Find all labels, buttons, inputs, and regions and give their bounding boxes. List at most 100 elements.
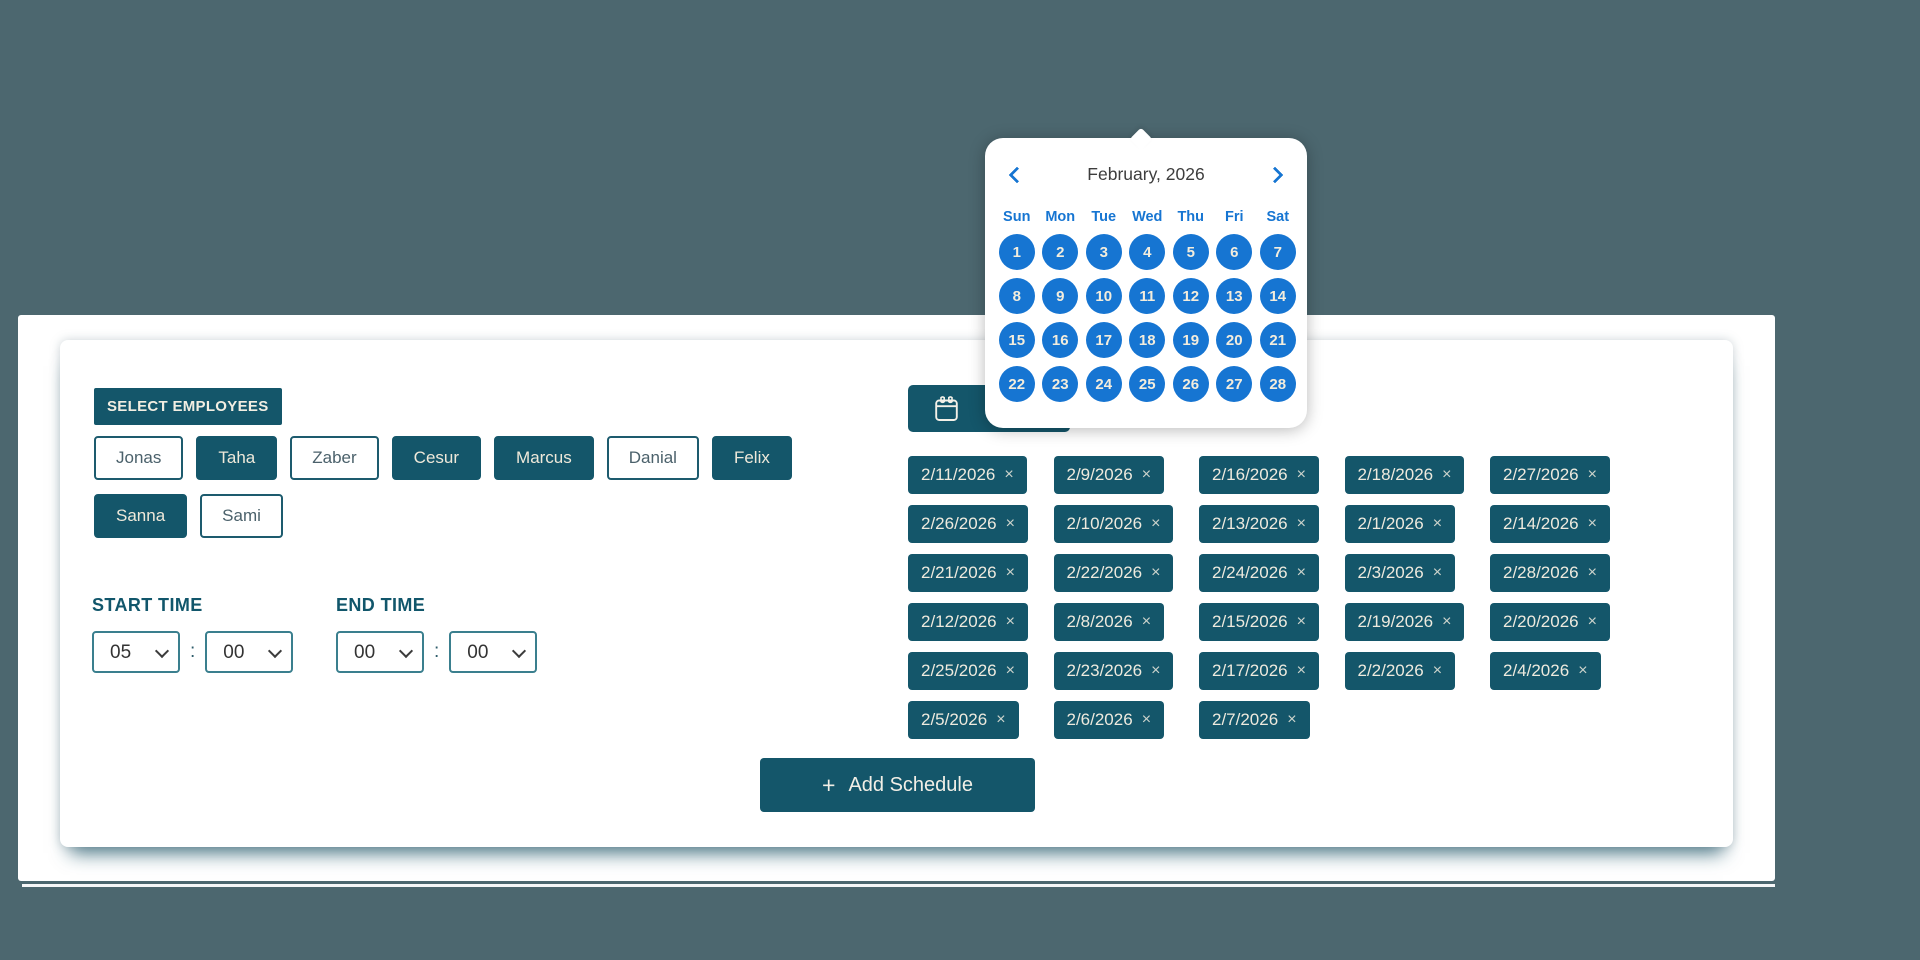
remove-date-icon[interactable]: × bbox=[1296, 662, 1306, 679]
remove-date-icon[interactable]: × bbox=[1442, 466, 1452, 483]
remove-date-icon[interactable]: × bbox=[1004, 466, 1014, 483]
selected-date-chip[interactable]: 2/25/2026 × bbox=[908, 652, 1028, 690]
selected-date-chip[interactable]: 2/14/2026 × bbox=[1490, 505, 1610, 543]
selected-date-chip[interactable]: 2/17/2026 × bbox=[1199, 652, 1319, 690]
calendar-day[interactable]: 23 bbox=[1042, 366, 1079, 402]
remove-date-icon[interactable]: × bbox=[1587, 515, 1597, 532]
start-hour-select[interactable]: 05 bbox=[92, 631, 180, 673]
employee-chip[interactable]: Danial bbox=[606, 436, 699, 480]
selected-date-chip[interactable]: 2/9/2026 × bbox=[1053, 456, 1165, 494]
remove-date-icon[interactable]: × bbox=[1296, 564, 1306, 581]
remove-date-icon[interactable]: × bbox=[996, 711, 1006, 728]
calendar-day[interactable]: 3 bbox=[1085, 234, 1122, 270]
calendar-day[interactable]: 12 bbox=[1172, 278, 1209, 314]
remove-date-icon[interactable]: × bbox=[1151, 662, 1161, 679]
remove-date-icon[interactable]: × bbox=[1442, 613, 1452, 630]
employee-chip[interactable]: Zaber bbox=[290, 436, 379, 480]
remove-date-icon[interactable]: × bbox=[1578, 662, 1588, 679]
calendar-day[interactable]: 27 bbox=[1216, 366, 1253, 402]
selected-date-chip[interactable]: 2/7/2026 × bbox=[1199, 701, 1310, 739]
remove-date-icon[interactable]: × bbox=[1587, 613, 1597, 630]
calendar-day[interactable]: 17 bbox=[1085, 322, 1122, 358]
selected-date-chip[interactable]: 2/11/2026 × bbox=[908, 456, 1027, 494]
selected-date-chip[interactable]: 2/20/2026 × bbox=[1490, 603, 1610, 641]
employee-chip[interactable]: Marcus bbox=[494, 436, 594, 480]
selected-date-chip[interactable]: 2/1/2026 × bbox=[1344, 505, 1456, 543]
remove-date-icon[interactable]: × bbox=[1141, 466, 1152, 483]
remove-date-icon[interactable]: × bbox=[1005, 564, 1015, 581]
calendar-day[interactable]: 1 bbox=[998, 234, 1035, 270]
calendar-day[interactable]: 14 bbox=[1259, 278, 1296, 314]
selected-date-chip[interactable]: 2/24/2026 × bbox=[1199, 554, 1319, 592]
remove-date-icon[interactable]: × bbox=[1151, 564, 1161, 581]
end-hour-select[interactable]: 00 bbox=[336, 631, 424, 673]
remove-date-icon[interactable]: × bbox=[1296, 466, 1306, 483]
remove-date-icon[interactable]: × bbox=[1005, 515, 1015, 532]
remove-date-icon[interactable]: × bbox=[1287, 711, 1297, 728]
remove-date-icon[interactable]: × bbox=[1005, 613, 1015, 630]
employee-chip[interactable]: Sami bbox=[200, 494, 283, 538]
calendar-day[interactable]: 4 bbox=[1129, 234, 1166, 270]
selected-date-chip[interactable]: 2/21/2026 × bbox=[908, 554, 1028, 592]
calendar-day[interactable]: 20 bbox=[1216, 322, 1253, 358]
remove-date-icon[interactable]: × bbox=[1432, 662, 1443, 679]
selected-date-chip[interactable]: 2/16/2026 × bbox=[1199, 456, 1319, 494]
employee-chip[interactable]: Taha bbox=[196, 436, 278, 480]
remove-date-icon[interactable]: × bbox=[1005, 662, 1015, 679]
chevron-right-icon[interactable] bbox=[1266, 166, 1284, 183]
remove-date-icon[interactable]: × bbox=[1296, 515, 1306, 532]
remove-date-icon[interactable]: × bbox=[1432, 564, 1443, 581]
remove-date-icon[interactable]: × bbox=[1151, 515, 1161, 532]
calendar-day[interactable]: 13 bbox=[1216, 278, 1253, 314]
calendar-day[interactable]: 25 bbox=[1129, 366, 1166, 402]
calendar-day[interactable]: 22 bbox=[998, 366, 1035, 402]
remove-date-icon[interactable]: × bbox=[1141, 613, 1152, 630]
calendar-day[interactable]: 21 bbox=[1259, 322, 1296, 358]
selected-date-chip[interactable]: 2/23/2026 × bbox=[1053, 652, 1174, 690]
calendar-day[interactable]: 11 bbox=[1129, 278, 1166, 314]
selected-date-chip[interactable]: 2/4/2026 × bbox=[1490, 652, 1601, 690]
calendar-day[interactable]: 2 bbox=[1042, 234, 1079, 270]
calendar-day[interactable]: 6 bbox=[1216, 234, 1253, 270]
calendar-day[interactable]: 28 bbox=[1259, 366, 1296, 402]
selected-date-chip[interactable]: 2/13/2026 × bbox=[1199, 505, 1319, 543]
selected-date-chip[interactable]: 2/15/2026 × bbox=[1199, 603, 1319, 641]
calendar-day[interactable]: 16 bbox=[1042, 322, 1079, 358]
calendar-day[interactable]: 15 bbox=[998, 322, 1035, 358]
selected-date-chip[interactable]: 2/3/2026 × bbox=[1344, 554, 1456, 592]
remove-date-icon[interactable]: × bbox=[1296, 613, 1306, 630]
selected-date-chip[interactable]: 2/27/2026 × bbox=[1490, 456, 1610, 494]
remove-date-icon[interactable]: × bbox=[1432, 515, 1443, 532]
calendar-day[interactable]: 19 bbox=[1172, 322, 1209, 358]
calendar-day[interactable]: 7 bbox=[1259, 234, 1296, 270]
selected-date-chip[interactable]: 2/28/2026 × bbox=[1490, 554, 1610, 592]
add-schedule-button[interactable]: + Add Schedule bbox=[760, 758, 1035, 812]
date-label: 2/6/2026 bbox=[1066, 710, 1133, 729]
remove-date-icon[interactable]: × bbox=[1141, 711, 1152, 728]
calendar-day[interactable]: 18 bbox=[1129, 322, 1166, 358]
calendar-day[interactable]: 5 bbox=[1172, 234, 1209, 270]
selected-date-chip[interactable]: 2/5/2026 × bbox=[908, 701, 1019, 739]
calendar-day[interactable]: 26 bbox=[1172, 366, 1209, 402]
selected-date-chip[interactable]: 2/19/2026 × bbox=[1344, 603, 1465, 641]
remove-date-icon[interactable]: × bbox=[1587, 466, 1597, 483]
employee-chip[interactable]: Jonas bbox=[94, 436, 184, 480]
remove-date-icon[interactable]: × bbox=[1587, 564, 1597, 581]
employee-chip[interactable]: Cesur bbox=[391, 436, 482, 480]
selected-date-chip[interactable]: 2/6/2026 × bbox=[1053, 701, 1165, 739]
selected-date-chip[interactable]: 2/12/2026 × bbox=[908, 603, 1028, 641]
selected-date-chip[interactable]: 2/26/2026 × bbox=[908, 505, 1028, 543]
start-minute-select[interactable]: 00 bbox=[205, 631, 294, 673]
employee-chip[interactable]: Sanna bbox=[94, 494, 188, 538]
end-minute-select[interactable]: 00 bbox=[449, 631, 538, 673]
selected-date-chip[interactable]: 2/10/2026 × bbox=[1053, 505, 1174, 543]
calendar-day[interactable]: 10 bbox=[1085, 278, 1122, 314]
selected-date-chip[interactable]: 2/8/2026 × bbox=[1053, 603, 1165, 641]
selected-date-chip[interactable]: 2/2/2026 × bbox=[1344, 652, 1456, 690]
selected-date-chip[interactable]: 2/22/2026 × bbox=[1053, 554, 1174, 592]
calendar-day[interactable]: 24 bbox=[1085, 366, 1122, 402]
calendar-day[interactable]: 8 bbox=[998, 278, 1035, 314]
employee-chip[interactable]: Felix bbox=[711, 436, 792, 480]
calendar-day[interactable]: 9 bbox=[1042, 278, 1079, 314]
selected-date-chip[interactable]: 2/18/2026 × bbox=[1344, 456, 1465, 494]
